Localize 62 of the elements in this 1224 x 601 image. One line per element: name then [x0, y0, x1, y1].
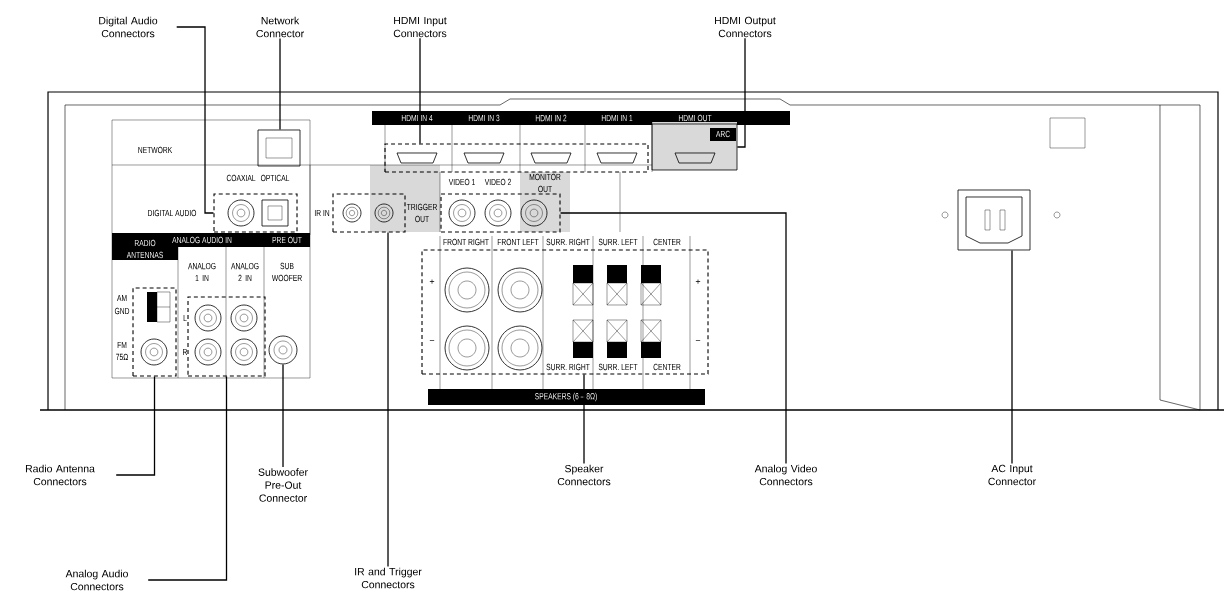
panel-label: COAXIAL	[226, 174, 256, 182]
panel-label: −	[695, 340, 701, 341]
panel-label: ANALOG 2 IN	[231, 262, 259, 282]
panel-label: VIDEO 2	[484, 178, 511, 186]
panel-label: −	[429, 340, 435, 341]
callout-label: Network Connector	[256, 16, 304, 38]
connector-area	[957, 189, 1031, 251]
leader-line	[115, 375, 156, 476]
dashed-outline	[384, 143, 649, 173]
leader-line	[176, 26, 215, 214]
panel-label: SPEAKERS (6 – 8Ω)	[535, 392, 597, 402]
leader-line	[387, 231, 389, 568]
dashed-outline	[132, 287, 177, 377]
subwoofer-jack	[268, 335, 298, 365]
panel-label: R	[183, 348, 188, 356]
panel-label: ANALOG AUDIO IN	[172, 236, 232, 244]
panel-label: +	[695, 279, 701, 284]
callout-label: Analog Video Connectors	[754, 464, 817, 486]
dashed-outline	[187, 296, 266, 377]
panel-label: NETWORK	[138, 146, 173, 154]
leader-line	[736, 37, 746, 148]
connector-area	[651, 123, 738, 171]
panel-label: SURR. LEFT	[598, 363, 638, 371]
callout-label: Radio Antenna Connectors	[25, 464, 95, 486]
panel-label: RADIO ANTENNAS	[126, 239, 163, 259]
panel-label: CENTER	[653, 363, 681, 371]
callout-label: AC Input Connector	[988, 464, 1036, 486]
callout-label: Speaker Connectors	[557, 464, 611, 486]
panel-label: HDMI IN 1	[601, 114, 633, 122]
leader-line	[419, 37, 421, 145]
callout-label: Subwoofer Pre-Out Connector	[258, 468, 308, 502]
panel-label: SURR. RIGHT	[546, 238, 590, 246]
dashed-outline	[213, 193, 298, 233]
connector-area	[257, 129, 301, 167]
panel-label: TRIGGER OUT	[406, 203, 437, 223]
panel-label: MONITOR OUT	[529, 173, 561, 193]
leader-line	[1011, 249, 1013, 465]
leader-line	[282, 363, 284, 468]
panel-label: OPTICAL	[260, 174, 290, 182]
callout-label: HDMI Input Connectors	[393, 16, 447, 38]
leader-line	[559, 212, 787, 465]
callout-label: Analog Audio Connectors	[65, 569, 128, 591]
panel-label: SUB WOOFER	[271, 262, 302, 282]
panel-label: +	[429, 279, 435, 284]
panel-label: HDMI IN 2	[535, 114, 567, 122]
callout-label: HDMI Output Connectors	[715, 16, 776, 38]
dashed-outline	[421, 249, 709, 375]
panel-label: SURR. RIGHT	[546, 363, 590, 371]
callout-label: IR and Trigger Connectors	[355, 567, 422, 589]
panel-label: L	[183, 314, 187, 322]
panel-label: ARC	[715, 130, 730, 138]
panel-label: FRONT LEFT	[497, 238, 539, 246]
panel-label: HDMI IN 3	[468, 114, 500, 122]
panel-label: FRONT RIGHT	[443, 238, 489, 246]
panel-label: ANALOG 1 IN	[188, 262, 216, 282]
leader-line	[279, 37, 281, 131]
leader-line	[583, 373, 585, 465]
leader-line	[147, 375, 228, 581]
panel-label: VIDEO 1	[448, 178, 475, 186]
dashed-outline	[332, 193, 406, 233]
callout-label: Digital Audio Connectors	[99, 16, 158, 38]
dashed-outline	[440, 193, 561, 233]
